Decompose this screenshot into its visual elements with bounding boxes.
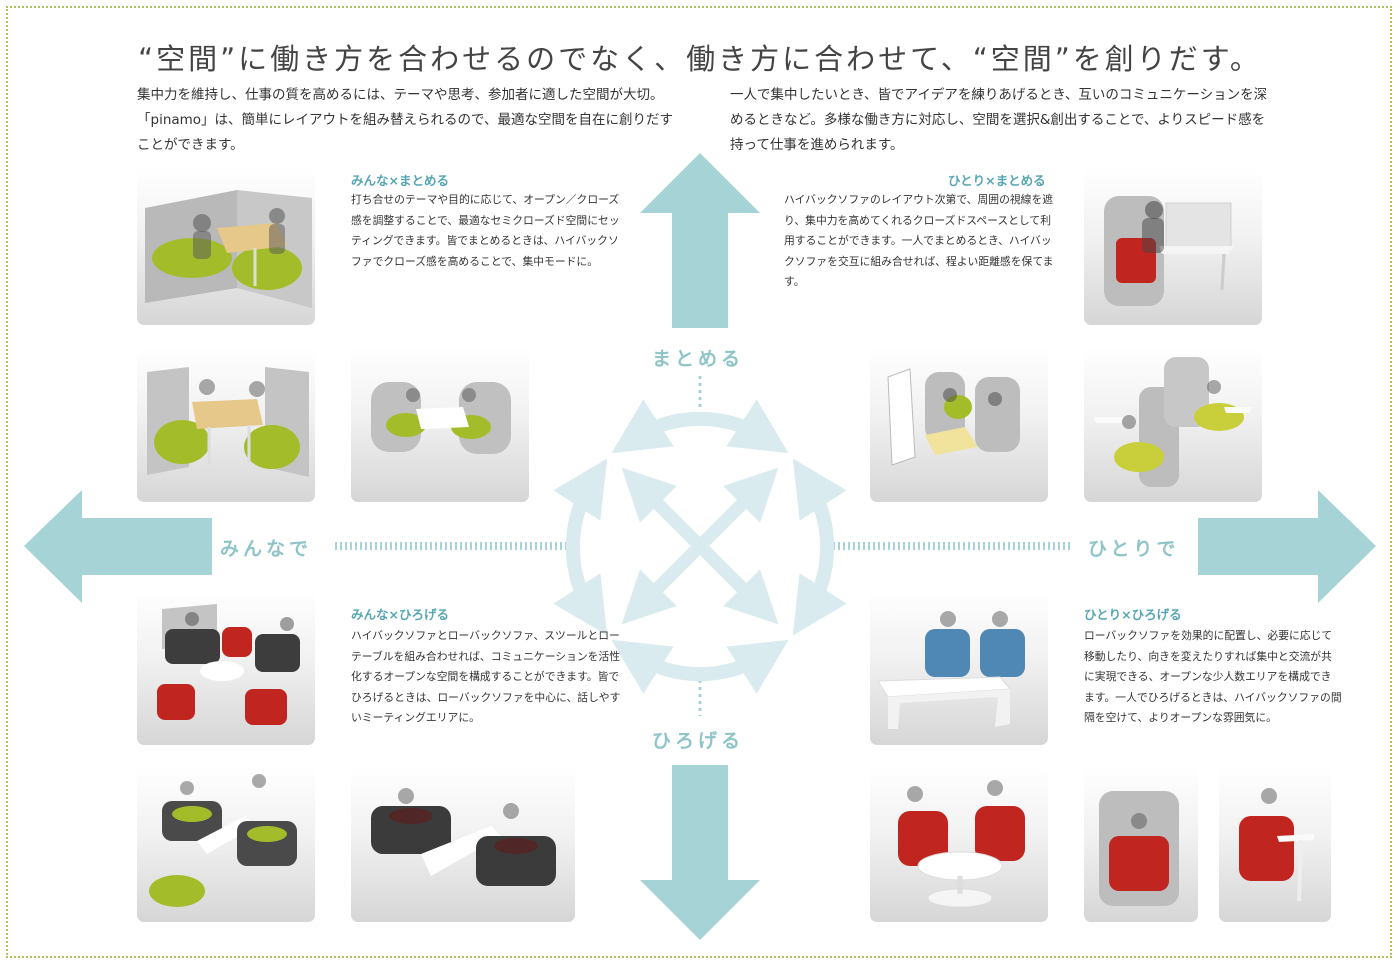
page-headline: “空間”に働き方を合わせるのでなく、働き方に合わせて、“空間”を創りだす。 (138, 42, 1262, 76)
intro-left-text: 集中力を維持し、仕事の質を高めるには、テーマや思考、参加者に適した空間が大切。「… (137, 87, 674, 153)
photo-group-open-dark-sofas (351, 766, 575, 922)
photo-solo-focus-alternating (1084, 347, 1262, 502)
axis-label-right: ひとりで (1088, 538, 1180, 560)
solo-focus-body: ハイバックソファのレイアウト次第で、周囲の視線を遮り、集中力を高めてくれるクロー… (784, 193, 1054, 288)
axis-label-left: みんなで (220, 538, 313, 560)
group-focus-title: みんな×まとめる (351, 173, 449, 188)
group-focus-body: 打ち合せのテーマや目的に応じて、オープン／クローズ感を調整することで、最適なセミ… (351, 193, 620, 268)
group-open-body: ハイバックソファとローバックソファ、スツールとローテーブルを組み合わせれば、コミ… (351, 629, 621, 724)
axis-label-down: ひろげる (652, 730, 745, 752)
photo-group-focus-booth (137, 168, 315, 325)
photo-group-focus-booth-3 (351, 347, 529, 502)
intro-right-text: 一人で集中したいとき、皆でアイデアを練りあげるとき、互いのコミュニケーションを深… (730, 87, 1268, 153)
photo-solo-open-highback-red (1084, 766, 1198, 922)
dotted-frame (6, 6, 1392, 958)
photo-group-open-lounge (137, 589, 315, 745)
photo-group-open-green-sofas (137, 766, 315, 922)
solo-open-title: ひとり×ひろげる (1084, 607, 1182, 622)
axis-label-up: まとめる (652, 348, 745, 370)
photo-solo-open-blue-sofa (870, 589, 1048, 745)
photo-solo-focus-whiteboard (870, 347, 1048, 502)
photo-solo-open-red-armchairs (870, 766, 1048, 922)
solo-focus-title: ひとり×まとめる (948, 173, 1046, 188)
photo-solo-focus-booth (1084, 168, 1262, 325)
group-open-title: みんな×ひろげる (351, 607, 449, 622)
photo-group-focus-booth-2 (137, 347, 315, 502)
photo-solo-open-red-chair-table (1219, 766, 1331, 922)
solo-open-body: ローバックソファを効果的に配置し、必要に応じて移動したり、向きを変えたりすれば集… (1084, 629, 1342, 724)
